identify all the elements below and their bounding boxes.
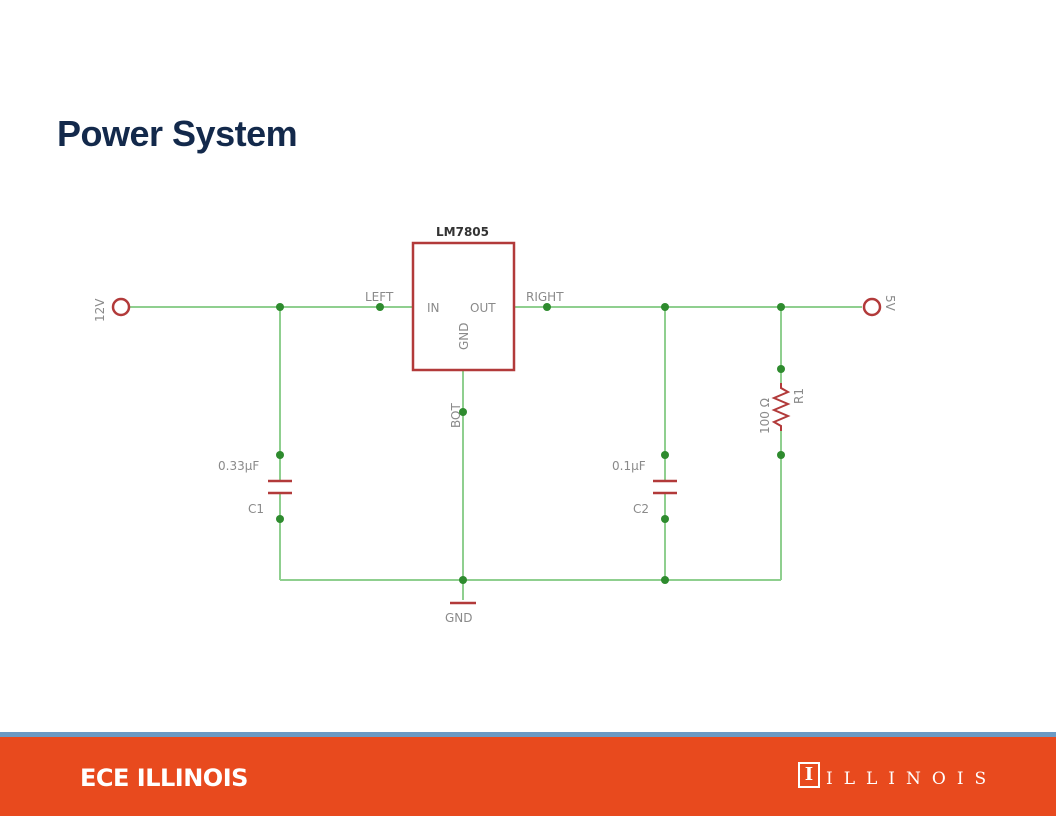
junction-dot: [661, 515, 669, 523]
junction-dot: [276, 515, 284, 523]
junction-dots: [276, 303, 785, 584]
power-regulator-schematic: LM7805 IN OUT GND LEFT RIGHT BOT 12V 5V …: [93, 225, 897, 625]
net-right-label: RIGHT: [526, 290, 564, 304]
c2-name: C2: [633, 502, 649, 516]
ground-label: GND: [445, 611, 473, 625]
junction-dot: [276, 303, 284, 311]
junction-dot: [661, 303, 669, 311]
r1-zigzag: [771, 383, 791, 431]
capacitor-c1: 0.33µF C1: [218, 459, 292, 516]
wires: [130, 306, 862, 600]
pin-in-label: IN: [427, 301, 440, 315]
port-12v-label: 12V: [93, 298, 107, 322]
slide-title: Power System: [57, 113, 298, 154]
junction-dot: [376, 303, 384, 311]
block-i-icon: I: [798, 762, 820, 788]
pin-gnd-label: GND: [457, 322, 471, 350]
port-5v-label: 5V: [883, 295, 897, 312]
junction-dot: [543, 303, 551, 311]
net-left-label: LEFT: [365, 290, 394, 304]
footer-rule: [0, 732, 1056, 737]
junction-dot: [459, 576, 467, 584]
c1-name: C1: [248, 502, 264, 516]
resistor-r1: 100 Ω R1: [758, 383, 806, 434]
port-12v-symbol: [111, 297, 131, 317]
junction-dot: [777, 365, 785, 373]
r1-value: 100 Ω: [758, 398, 772, 434]
pin-out-label: OUT: [470, 301, 496, 315]
regulator-name: LM7805: [436, 225, 489, 239]
illinois-logo: I ILLINOIS: [798, 761, 997, 789]
c1-value: 0.33µF: [218, 459, 259, 473]
junction-dot: [661, 576, 669, 584]
r1-name: R1: [792, 388, 806, 404]
regulator-lm7805: LM7805 IN OUT GND: [411, 225, 516, 372]
ground-symbol: GND: [445, 601, 476, 625]
junction-dot: [459, 408, 467, 416]
port-5v-symbol: [862, 297, 882, 317]
net-bot-label: BOT: [449, 403, 463, 428]
junction-dot: [777, 451, 785, 459]
c2-value: 0.1µF: [612, 459, 646, 473]
footer-bar: ECE ILLINOIS I ILLINOIS: [0, 737, 1056, 816]
junction-dot: [661, 451, 669, 459]
illinois-wordmark: ILLINOIS: [826, 769, 998, 789]
port-12v: 12V: [93, 297, 131, 322]
footer-brand: ECE ILLINOIS: [80, 764, 248, 792]
junction-dot: [276, 451, 284, 459]
port-5v: 5V: [862, 295, 897, 317]
regulator-body: [411, 241, 516, 372]
junction-dot: [777, 303, 785, 311]
capacitor-c2: 0.1µF C2: [612, 459, 677, 516]
